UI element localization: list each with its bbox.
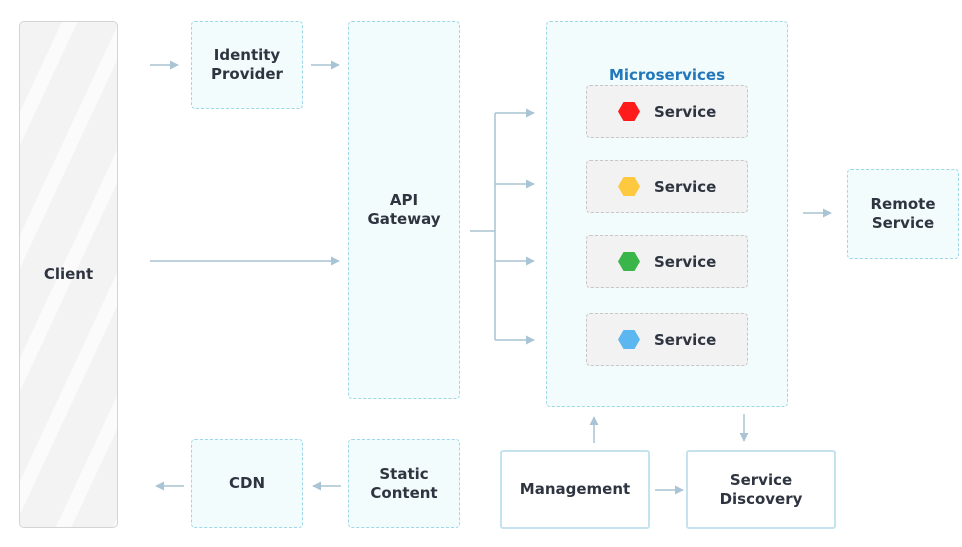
service-node-1: Service <box>586 85 748 138</box>
service-label: Service <box>654 103 717 121</box>
service-yellow-hexagon-icon <box>618 177 640 196</box>
remote-service-label: Remote Service <box>870 195 936 232</box>
service-discovery-node: Service Discovery <box>686 450 836 529</box>
gateway-fanout-connector <box>470 113 496 340</box>
service-label: Service <box>654 253 717 271</box>
management-label: Management <box>519 480 631 498</box>
service-discovery-label: Service Discovery <box>719 470 803 508</box>
microservices-container: Microservices Service Service Service Se… <box>546 21 788 407</box>
api-gateway-node: API Gateway <box>348 21 460 399</box>
identity-provider-node: Identity Provider <box>191 21 303 109</box>
cdn-node: CDN <box>191 439 303 528</box>
static-content-label: Static Content <box>370 464 438 502</box>
service-label: Service <box>654 331 717 349</box>
microservices-title: Microservices <box>608 66 726 84</box>
client-node: Client <box>19 21 118 528</box>
service-green-hexagon-icon <box>618 252 640 271</box>
remote-service-node: Remote Service <box>847 169 959 259</box>
api-gateway-label: API Gateway <box>367 191 441 228</box>
service-node-4: Service <box>586 313 748 366</box>
static-content-node: Static Content <box>348 439 460 528</box>
service-node-3: Service <box>586 235 748 288</box>
service-red-hexagon-icon <box>618 102 640 121</box>
management-node: Management <box>500 450 650 529</box>
identity-provider-label: Identity Provider <box>211 46 283 83</box>
service-label: Service <box>654 178 717 196</box>
service-blue-hexagon-icon <box>618 330 640 349</box>
cdn-label: CDN <box>228 474 265 492</box>
service-node-2: Service <box>586 160 748 213</box>
client-label: Client <box>43 265 94 283</box>
